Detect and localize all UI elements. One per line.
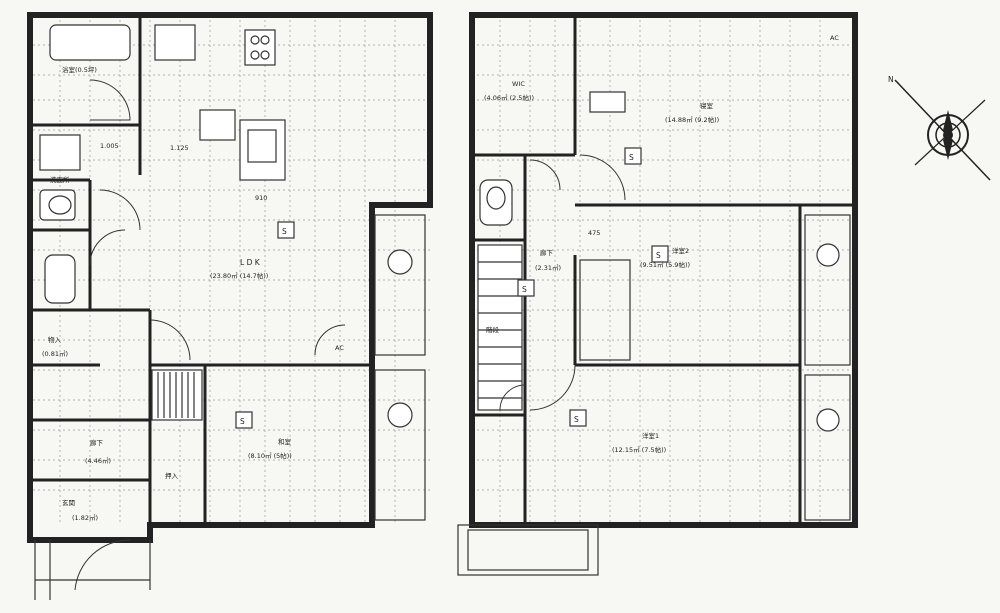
dim-3: 910: [255, 194, 267, 202]
closet-western2: [579, 259, 631, 361]
smoke-detector-icon: [277, 221, 295, 239]
bath-label: 浴室(0.5坪): [62, 65, 97, 74]
entrance-area: (1.82㎡): [72, 513, 98, 522]
washroom-label: 洗面所: [50, 175, 70, 184]
western1-door: [529, 364, 576, 411]
ldk-door: [149, 319, 191, 361]
ac-label-2f: AC: [830, 34, 839, 42]
closet-2f-upper: [804, 214, 851, 366]
dim-2: 1.125: [170, 144, 189, 152]
master-door: [579, 154, 626, 201]
washing-machine-icon: [39, 134, 81, 171]
washroom-door: [99, 189, 141, 231]
exhaust-fan-icon: [154, 24, 196, 61]
compass-north-label: N: [888, 75, 894, 84]
ldk-area: (23.80㎡ (14.7帖)): [210, 271, 268, 280]
symbol-s-5: S: [574, 415, 579, 424]
dim-475: 475: [588, 229, 600, 237]
japanese-room-label: 和室: [278, 437, 292, 446]
floor-1-exterior-wall: [27, 12, 433, 543]
smoke-detector-2f-2: [651, 245, 669, 263]
storage-area: (0.81㎡): [42, 349, 68, 358]
bathtub-icon: [49, 24, 131, 61]
stove-icon: [244, 29, 276, 66]
kitchen-sink-icon: [247, 129, 277, 163]
stairs-label: 階段: [486, 325, 500, 334]
wic-fixture: [589, 91, 626, 113]
symbol-s: S: [282, 227, 287, 236]
toilet-door-2f: [529, 159, 561, 191]
western2-area: (9.51㎡ (5.9帖)): [640, 260, 690, 269]
floor-2-exterior-wall: [469, 12, 858, 528]
toilet-door: [89, 229, 126, 266]
hall-2f-label: 廊下: [540, 248, 554, 257]
symbol-s-4: S: [656, 251, 661, 260]
japanese-room-area: (8.10㎡ (5帖)): [248, 451, 292, 460]
compass: N: [888, 75, 991, 181]
closet-2f-lower: [804, 374, 851, 521]
smoke-detector-icon-2: [235, 411, 253, 429]
ac-swing: [314, 324, 346, 356]
smoke-detector-2f-1: [624, 147, 642, 165]
closet-fixture-icon-2: [387, 402, 413, 428]
storage-label: 物入: [48, 335, 62, 344]
hall-area: (4.46㎡): [85, 456, 111, 465]
western1-area: (12.15㎡ (7.5帖)): [612, 445, 666, 454]
smoke-detector-2f-3: [569, 409, 587, 427]
balcony-inner: [467, 529, 589, 571]
balcony: [457, 524, 599, 576]
closet-fixture-icon: [387, 249, 413, 275]
fridge-icon: [199, 109, 236, 141]
entrance-label: 玄関: [62, 498, 75, 507]
closet-fixture-2f-2: [816, 408, 840, 432]
wic-area: (4.06㎡ (2.5帖)): [484, 93, 534, 102]
entrance-porch: [34, 540, 151, 600]
toilet-bowl-2f: [486, 186, 506, 210]
oshiire-closet-upper: [374, 214, 426, 356]
closet-fixture-2f: [816, 243, 840, 267]
ldk-label: L D K: [240, 258, 261, 267]
master-bedroom-label: 寝室: [700, 101, 714, 110]
symbol-s-3: S: [629, 153, 634, 162]
stair-door: [499, 384, 526, 411]
floor-1-plan: S S 浴室(0.5坪) 1.005 1.125 910 洗面所 L D K (…: [27, 12, 433, 600]
floor-1-interior-walls: [30, 15, 374, 525]
entrance-door: [74, 539, 131, 591]
wic-label: WIC: [512, 80, 525, 88]
oshiire-closet-lower: [374, 369, 426, 521]
western1-label: 洋室1: [642, 431, 659, 440]
bath-door: [89, 79, 131, 121]
hall-2f-area: (2.31㎡): [535, 263, 561, 272]
dim-1: 1.005: [100, 142, 119, 150]
oshiire-label: 押入: [165, 471, 179, 480]
floor-2-stairs: [477, 244, 523, 411]
symbol-s-2: S: [240, 417, 245, 426]
floor-1-stairs: [151, 369, 203, 421]
smoke-detector-2f-4: [517, 279, 535, 297]
floor-2-plan: S S S S WIC (4.06㎡ (2.5帖)) 寝室 (14.88㎡ (9…: [457, 12, 858, 576]
hall-label: 廊下: [90, 438, 104, 447]
western2-label: 洋室2: [672, 246, 689, 255]
symbol-s-6: S: [522, 285, 527, 294]
toilet-icon: [44, 254, 76, 304]
master-bedroom-area: (14.88㎡ (9.2帖)): [665, 115, 719, 124]
basin-icon: [48, 195, 72, 215]
ac-label: AC: [335, 344, 344, 352]
